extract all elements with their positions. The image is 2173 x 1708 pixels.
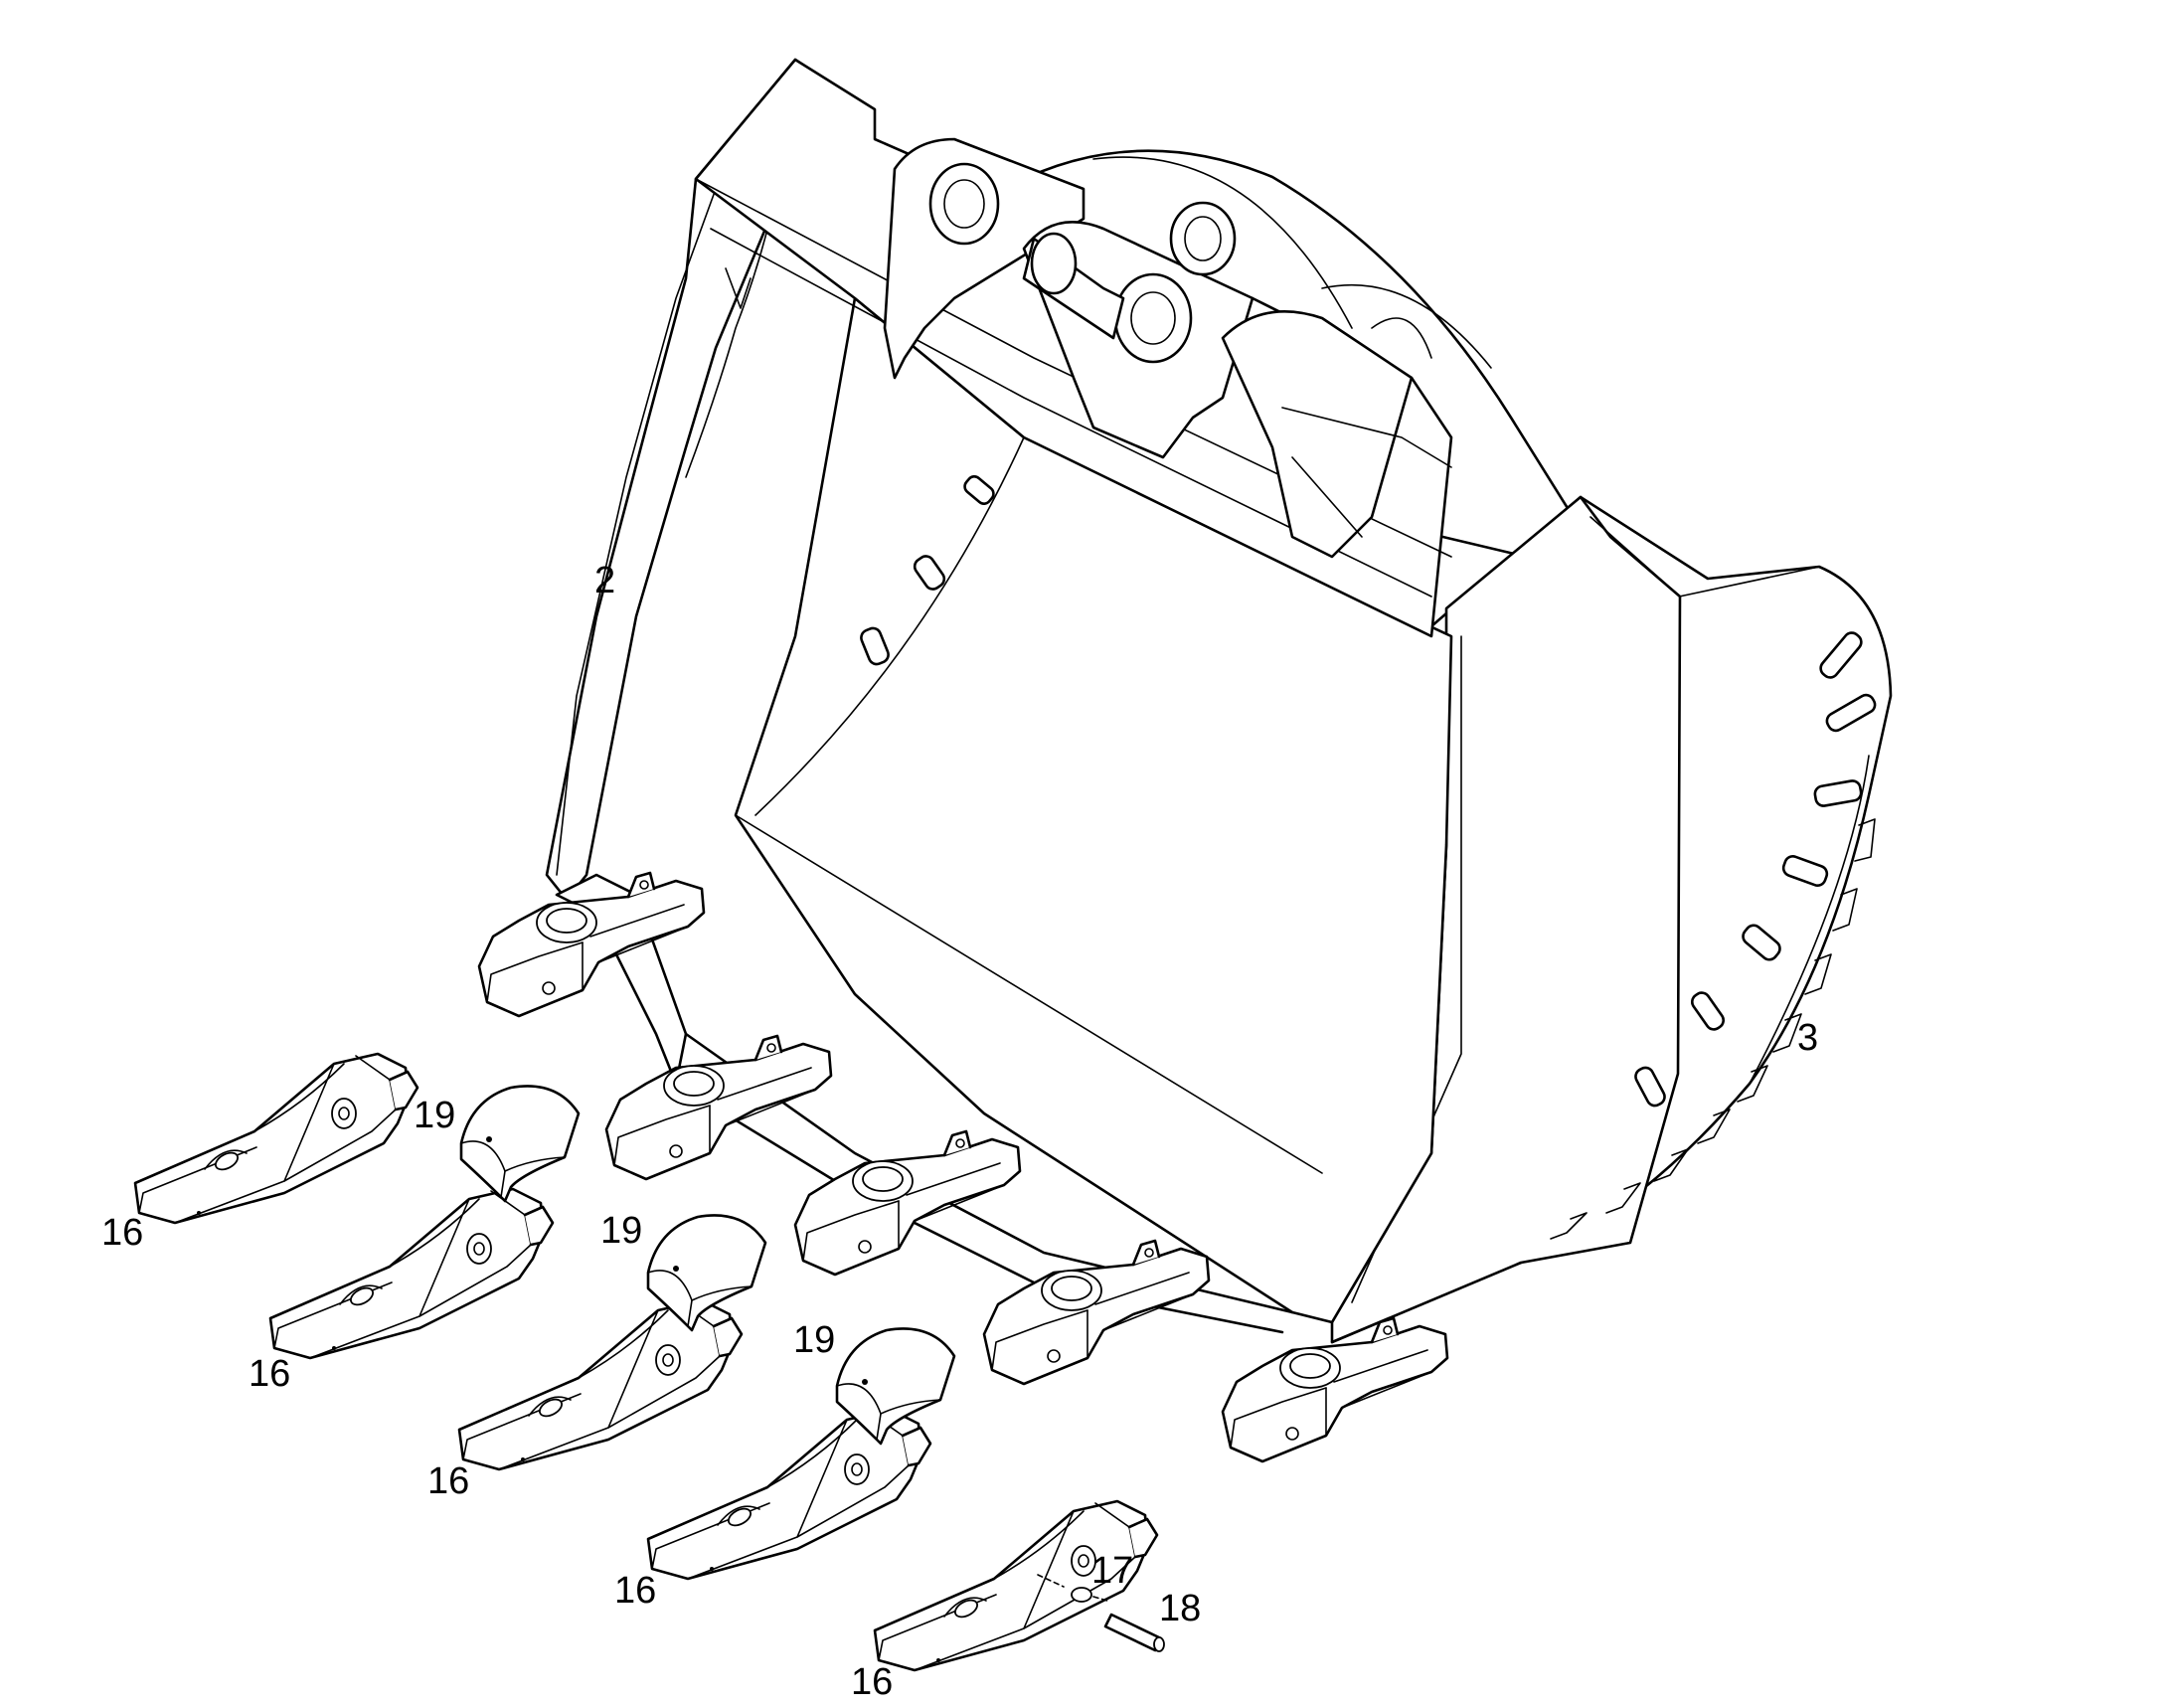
tooth-part-2 bbox=[268, 1187, 555, 1360]
tooth-part-4 bbox=[646, 1408, 932, 1581]
callout-17: 17 bbox=[1091, 1550, 1133, 1592]
tooth-adapter-3 bbox=[793, 1129, 1022, 1277]
cover-part-1 bbox=[459, 1085, 581, 1203]
retainer-part-17 bbox=[1037, 1574, 1108, 1603]
callout-16d: 16 bbox=[614, 1570, 656, 1612]
pin-part-18 bbox=[1103, 1613, 1165, 1652]
callout-2: 2 bbox=[594, 560, 615, 601]
callout-16b: 16 bbox=[249, 1353, 290, 1395]
callout-19c: 19 bbox=[793, 1319, 835, 1361]
callout-3: 3 bbox=[1797, 1017, 1818, 1059]
callout-16e: 16 bbox=[851, 1661, 893, 1703]
callout-16c: 16 bbox=[427, 1460, 469, 1502]
callout-18: 18 bbox=[1159, 1588, 1201, 1629]
callout-16a: 16 bbox=[101, 1212, 143, 1254]
callout-19b: 19 bbox=[600, 1210, 642, 1252]
tooth-part-3 bbox=[457, 1298, 744, 1471]
tooth-part-1 bbox=[133, 1052, 419, 1225]
tooth-adapter-4 bbox=[982, 1239, 1211, 1386]
callout-19a: 19 bbox=[414, 1095, 455, 1136]
bucket-body bbox=[545, 58, 1893, 1344]
